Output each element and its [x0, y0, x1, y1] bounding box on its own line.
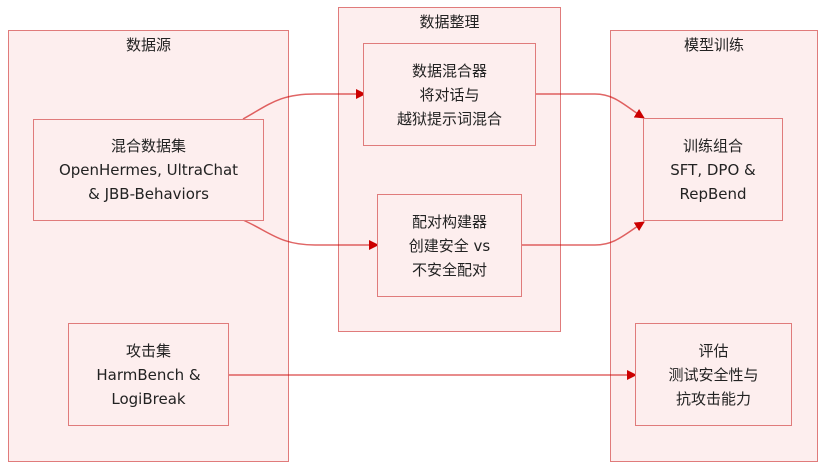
node-mixed-dataset-line-2: OpenHermes, UltraChat [58, 161, 239, 179]
node-pair-builder-title: 配对构建器 [411, 212, 487, 231]
node-training-combo: 训练组合 SFT, DPO & RepBend [643, 118, 783, 221]
node-evaluation-line-2: 测试安全性与 [668, 365, 759, 384]
node-evaluation: 评估 测试安全性与 抗攻击能力 [635, 323, 792, 426]
node-data-mixer-title: 数据混合器 [411, 61, 487, 80]
node-pair-builder-line-3: 不安全配对 [411, 260, 487, 279]
node-attack-set-title: 攻击集 [125, 341, 171, 360]
node-mixed-dataset-line-3: & JBB-Behaviors [88, 185, 209, 203]
cluster-title-model-training: 模型训练 [683, 36, 744, 54]
node-data-mixer-line-2: 将对话与 [419, 85, 480, 104]
node-attack-set-line-2: HarmBench & [96, 365, 201, 384]
node-mixed-dataset-title: 混合数据集 [110, 137, 186, 155]
node-evaluation-line-3: 抗攻击能力 [675, 389, 751, 408]
cluster-title-data-processing: 数据整理 [419, 13, 480, 31]
node-training-combo-line-3: RepBend [679, 184, 747, 203]
node-evaluation-title: 评估 [698, 341, 729, 360]
node-attack-set-line-3: LogiBreak [111, 389, 186, 408]
node-training-combo-line-2: SFT, DPO & [670, 160, 756, 179]
node-data-mixer-line-3: 越狱提示词混合 [396, 109, 502, 128]
node-pair-builder: 配对构建器 创建安全 vs 不安全配对 [377, 194, 522, 297]
node-data-mixer: 数据混合器 将对话与 越狱提示词混合 [363, 43, 536, 146]
node-attack-set: 攻击集 HarmBench & LogiBreak [68, 323, 229, 426]
cluster-title-data-sources: 数据源 [125, 36, 171, 54]
node-training-combo-title: 训练组合 [682, 136, 743, 155]
node-pair-builder-line-2: 创建安全 vs [408, 236, 491, 255]
node-mixed-dataset: 混合数据集 OpenHermes, UltraChat & JBB-Behavi… [33, 119, 264, 221]
